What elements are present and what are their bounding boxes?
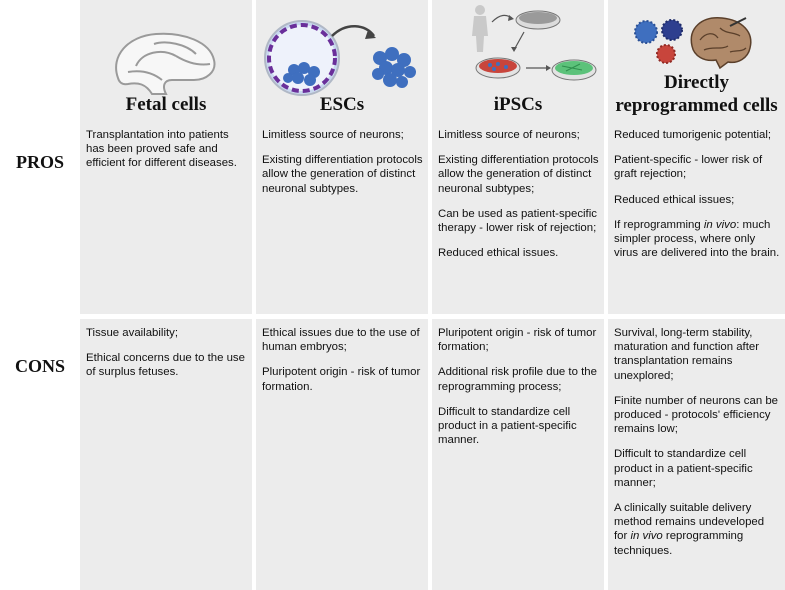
cons-item: Difficult to standardize cell product in…: [614, 448, 753, 489]
cons-cell-escs: Ethical issues due to the use of human e…: [262, 326, 426, 405]
in-vivo-emphasis: in vivo: [703, 218, 737, 231]
cons-item: A clinically suitable delivery method re…: [614, 502, 765, 557]
column-title-direct: Directly reprogrammed cells: [608, 71, 785, 117]
cons-item: Difficult to standardize cell product in…: [438, 405, 577, 447]
pros-row-label: PROS: [15, 152, 64, 172]
row-divider: [80, 314, 785, 319]
pros-item: Reduced tumorigenic potential;: [614, 129, 772, 141]
column-title-ipscs: iPSCs: [493, 94, 543, 115]
cons-cell-ipscs: Pluripotent origin - risk of tumor forma…: [438, 326, 602, 458]
pros-item: Existing differentiation protocols allow…: [438, 154, 599, 195]
column-title-fetal: Fetal cells: [125, 94, 207, 115]
pros-cell-fetal: Transplantation into patients has been p…: [86, 128, 250, 182]
cons-item: Pluripotent origin - risk of tumor forma…: [262, 366, 421, 393]
reprogramming-brain-illustration: [634, 17, 752, 70]
pros-item: Reduced ethical issues;: [614, 193, 735, 206]
pros-item: Reduced ethical issues.: [438, 247, 559, 260]
column-title-direct-line2: reprogrammed cells: [615, 95, 778, 116]
column-panel-direct: [608, 0, 785, 590]
cons-cell-fetal: Tissue availability; Ethical concerns du…: [86, 326, 250, 391]
pros-item: Transplantation into patients has been p…: [86, 129, 237, 170]
pros-item: If reprogramming in vivo: much simpler p…: [614, 218, 780, 260]
ipsc-workflow-illustration: [472, 5, 597, 81]
cons-item: Tissue availability;: [86, 327, 179, 339]
column-panel-escs: [256, 0, 428, 590]
fetal-brain-illustration: [115, 32, 216, 95]
in-vivo-emphasis: in vivo: [630, 530, 663, 543]
column-panel-fetal: [80, 0, 252, 590]
cons-item: Ethical concerns due to the use of surpl…: [86, 352, 245, 379]
pros-item: Patient-specific - lower risk of graft r…: [614, 154, 763, 181]
pros-item: Existing differentiation protocols allow…: [262, 154, 423, 195]
pros-cell-ipscs: Limitless source of neurons; Existing di…: [438, 128, 602, 271]
cons-cell-direct: Survival, long-term stability, maturatio…: [614, 326, 780, 569]
pros-item: Limitless source of neurons;: [438, 129, 580, 141]
cons-item: Ethical issues due to the use of human e…: [262, 327, 420, 354]
cons-item: Survival, long-term stability, maturatio…: [614, 327, 760, 382]
cons-item: Finite number of neurons can be produced…: [614, 394, 778, 436]
pros-cell-direct: Reduced tumorigenic potential; Patient-s…: [614, 128, 780, 271]
cons-item: Additional risk profile due to the repro…: [438, 366, 597, 393]
pros-item: Limitless source of neurons;: [262, 129, 404, 141]
pros-item: Can be used as patient-specific therapy …: [438, 207, 597, 235]
cons-item: Pluripotent origin - risk of tumor forma…: [438, 327, 597, 354]
column-title-direct-line1: Directly: [663, 72, 730, 93]
embryo-blastocyst-illustration: [264, 20, 416, 96]
cons-row-label: CONS: [14, 356, 65, 376]
column-panel-ipscs: [432, 0, 604, 590]
column-title-escs: ESCs: [319, 94, 365, 115]
pros-cell-escs: Limitless source of neurons; Existing di…: [262, 128, 426, 207]
